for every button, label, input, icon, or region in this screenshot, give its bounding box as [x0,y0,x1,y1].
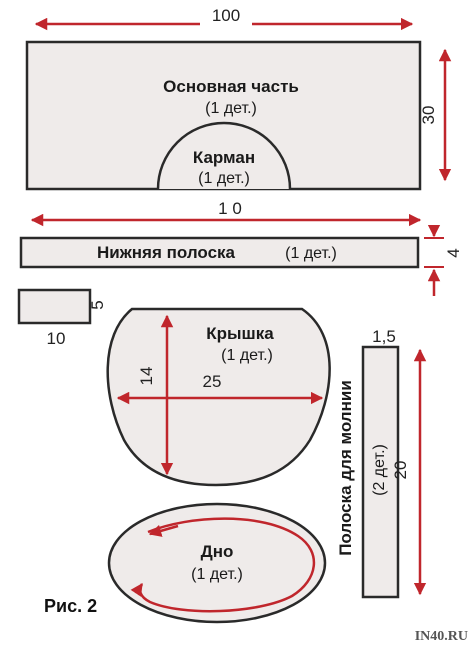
bottom-strip-shape [19,236,420,269]
zip-strip-piece: 1,5 Полоска для молнии (2 дет.) [336,327,400,599]
zip-strip-shape [361,345,400,599]
zip-strip-height-label: 20 [391,461,410,480]
small-piece-width-label: 10 [47,329,66,348]
pocket-piece-shape [156,121,292,190]
main-height-label: 30 [419,106,438,125]
lid-title: Крышка [206,324,274,343]
lid-width-label: 25 [203,372,222,391]
bottom-strip-count: (1 дет.) [285,245,337,262]
zip-strip-height-dimension: 20 [391,348,427,596]
main-piece-title: Основная часть [163,77,299,96]
bottom-strip-height-label: 4 [444,248,463,257]
base-count: (1 дет.) [191,566,243,583]
lid-height-label: 14 [137,367,156,386]
main-width-dimension: 100 [34,6,414,31]
watermark: IN40.RU [415,629,468,644]
zip-strip-count: (2 дет.) [371,444,388,496]
main-width-label: 100 [212,6,240,25]
zip-strip-title: Полоска для молнии [336,380,355,556]
lid-count: (1 дет.) [221,347,273,364]
base-piece: Дно (1 дет.) [107,502,327,624]
pocket-count: (1 дет.) [198,170,250,187]
bottom-strip-title: Нижняя полоска [97,243,236,262]
base-title: Дно [201,542,234,561]
small-piece: 10 5 [17,288,107,348]
bottom-strip-piece: Нижняя полоска (1 дет.) [19,236,420,269]
bottom-strip-height-dimension: 4 [424,224,463,296]
base-seam-arrow [130,517,315,613]
main-piece-count: (1 дет.) [205,100,257,117]
base-piece-shape [107,502,327,624]
small-piece-height-label: 5 [88,300,107,309]
lid-width-dimension: 25 [116,372,324,405]
pocket-piece: Карман (1 дет.) [156,121,292,190]
small-piece-shape [17,288,92,325]
pocket-title: Карман [193,148,255,167]
main-height-dimension: 30 [419,48,452,182]
bottom-strip-width-label: 1 0 [218,199,242,218]
figure-label: Рис. 2 [44,596,97,616]
zip-strip-width-label: 1,5 [372,327,396,346]
bottom-strip-dimension: 1 0 [30,199,422,227]
